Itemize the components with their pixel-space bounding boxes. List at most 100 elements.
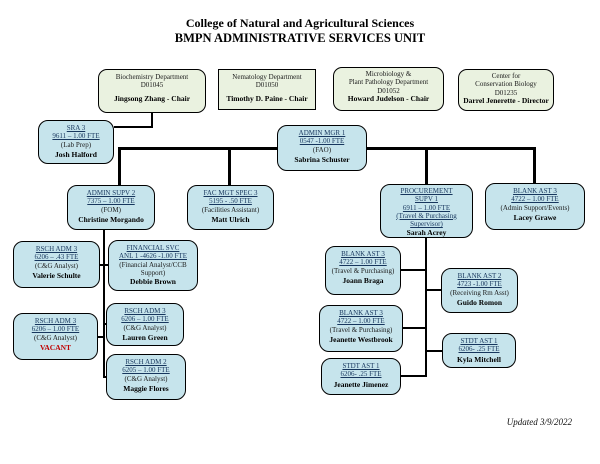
position-role: (C&G Analyst) bbox=[124, 374, 168, 383]
org-box-vacant-rsch-adm3: RSCH ADM 3 6206 – 1.00 FTE (C&G Analyst)… bbox=[13, 313, 98, 360]
org-box-jeanette-jimenez: STDT AST 1 6206- .25 FTE Jeanette Jimene… bbox=[321, 358, 401, 395]
employee-name: Jeanette Jimenez bbox=[333, 379, 389, 389]
employee-name: Lauren Green bbox=[122, 332, 168, 342]
org-box-debbie-brown: FINANCIAL SVC ANL 1 -4626 -1.00 FTE (Fin… bbox=[108, 240, 198, 291]
position-role: (Facilities Assistant) bbox=[201, 205, 260, 214]
position-role: (Lab Prep) bbox=[60, 140, 92, 149]
org-box-sabrina-schuster: ADMIN MGR 1 0547 -1.00 FTE (FAO) Sabrina… bbox=[277, 125, 367, 171]
position-role: (Receiving Rm Asst) bbox=[450, 288, 509, 297]
updated-date-label: Updated 3/9/2022 bbox=[506, 417, 572, 427]
position-title: FAC MGT SPEC 3 bbox=[203, 189, 258, 197]
connector-stub-maggie bbox=[103, 376, 108, 378]
position-role: (Travel & Purchasing) bbox=[331, 266, 395, 275]
position-fte: 6206 – 1.00 FTE bbox=[31, 325, 80, 334]
dept-head-name: Jingsong Zhang - Chair bbox=[113, 93, 191, 103]
dept-code: D01235 bbox=[494, 88, 518, 97]
connector-stub-westbrook bbox=[403, 327, 427, 329]
position-role: (C&G Analyst) bbox=[123, 323, 167, 332]
position-fte: 0547 -1.00 FTE bbox=[299, 137, 345, 146]
position-title: RSCH ADM 3 bbox=[34, 317, 77, 325]
position-title: BLANK AST 3 bbox=[341, 250, 385, 258]
connector-stub-valerie-debbie bbox=[100, 264, 110, 266]
position-title: RSCH ADM 3 bbox=[35, 245, 78, 253]
position-title: SRA 3 bbox=[66, 124, 86, 132]
org-box-lauren-green: RSCH ADM 3 6206 – 1.00 FTE (C&G Analyst)… bbox=[106, 303, 184, 346]
dept-name: Microbiology & bbox=[365, 70, 412, 78]
position-role: (Travel & Purchasing Supervisor) bbox=[396, 211, 457, 228]
position-fte: 5195 - .50 FTE bbox=[209, 197, 252, 206]
connector-procurement-rail bbox=[425, 238, 427, 377]
position-fte: 4722 – 1.00 FTE bbox=[339, 258, 387, 267]
position-title: BLANK AST 3 bbox=[339, 309, 383, 317]
connector-biochem-sra-horizontal bbox=[114, 126, 153, 128]
dept-box-biochemistry: Biochemistry Department D01045 Jingsong … bbox=[98, 69, 206, 113]
position-fte: 4722 – 1.00 FTE bbox=[337, 317, 385, 326]
position-role: (Financial Analyst/CCB Support) bbox=[119, 260, 187, 277]
dept-box-nematology: Nematology Department D01050 Timothy D. … bbox=[218, 69, 316, 110]
employee-name: Joann Braga bbox=[342, 275, 384, 285]
employee-name: Matt Ulrich bbox=[211, 214, 250, 224]
position-fte: 6205 – 1.00 FTE bbox=[122, 366, 170, 375]
employee-name: Christine Morgando bbox=[78, 214, 144, 224]
position-fte: 9611 – 1.00 FTE bbox=[52, 132, 100, 141]
employee-name: Sabrina Schuster bbox=[294, 154, 350, 164]
employee-name-vacant: VACANT bbox=[39, 342, 72, 352]
position-fte: 4722 – 1.00 FTE bbox=[511, 195, 559, 204]
employee-name: Debbie Brown bbox=[130, 277, 176, 286]
employee-name: Maggie Flores bbox=[123, 383, 169, 393]
org-box-kyla-mitchell: STDT AST 1 6206- .25 FTE Kyla Mitchell bbox=[442, 333, 516, 368]
position-role: (C&G Analyst) bbox=[35, 261, 78, 270]
position-title: STDT AST 1 bbox=[342, 362, 380, 370]
position-fte: 4723 -1.00 FTE bbox=[457, 280, 502, 289]
org-box-sarah-acrey: PROCUREMENT SUPV 1 6911 – 1.00 FTE (Trav… bbox=[380, 184, 473, 238]
position-fte: 7375 – 1.00 FTE bbox=[87, 197, 135, 206]
position-title: BLANK AST 3 bbox=[513, 187, 557, 195]
dept-code: D01045 bbox=[140, 81, 164, 90]
connector-supv-rail bbox=[103, 230, 105, 378]
connector-drop-admin-supv bbox=[118, 147, 121, 185]
dept-name: Biochemistry Department bbox=[115, 73, 189, 81]
connector-drop-procurement bbox=[425, 147, 428, 184]
org-box-josh-halford: SRA 3 9611 – 1.00 FTE (Lab Prep) Josh Ha… bbox=[38, 120, 114, 164]
position-fte: 6206 – .43 FTE bbox=[34, 253, 79, 262]
employee-name: Guido Romon bbox=[456, 297, 503, 307]
dept-name-2: Plant Pathology Department bbox=[348, 78, 429, 87]
page-title: College of Natural and Agricultural Scie… bbox=[0, 16, 600, 46]
position-fte: ANL 1 -4626 -1.00 FTE bbox=[119, 252, 187, 261]
dept-box-microbiology-plant-pathology: Microbiology & Plant Pathology Departmen… bbox=[333, 67, 444, 111]
employee-name: Lacey Grawe bbox=[513, 212, 557, 222]
org-box-lacey-grawe: BLANK AST 3 4722 – 1.00 FTE (Admin Suppo… bbox=[485, 183, 585, 230]
position-fte: 6911 – 1.00 FTE bbox=[402, 203, 451, 212]
position-title-2: SUPV 1 bbox=[414, 195, 439, 204]
position-role: (FOM) bbox=[101, 205, 121, 214]
position-role: (C&G Analyst) bbox=[34, 333, 77, 342]
org-box-maggie-flores: RSCH ADM 2 6205 – 1.00 FTE (C&G Analyst)… bbox=[106, 354, 186, 400]
dept-head-name: Howard Judelson - Chair bbox=[347, 93, 430, 103]
position-title: RSCH ADM 3 bbox=[124, 307, 166, 315]
position-title: BLANK AST 2 bbox=[457, 272, 502, 280]
position-fte: 6206 – 1.00 FTE bbox=[121, 315, 169, 324]
position-role: (Travel & Purchasing) bbox=[329, 325, 393, 334]
connector-biochem-sra-vertical bbox=[151, 113, 153, 128]
org-box-joann-braga: BLANK AST 3 4722 – 1.00 FTE (Travel & Pu… bbox=[325, 246, 401, 295]
title-line-2: BMPN ADMINISTRATIVE SERVICES UNIT bbox=[174, 31, 426, 45]
dept-box-conservation-biology: Center for Conservation Biology D01235 D… bbox=[458, 69, 554, 111]
org-box-jeanette-westbrook: BLANK AST 3 4722 – 1.00 FTE (Travel & Pu… bbox=[319, 305, 403, 352]
connector-stub-joann bbox=[401, 269, 427, 271]
dept-head-name: Timothy D. Paine - Chair bbox=[226, 93, 308, 103]
connector-mgr-right-rail bbox=[366, 147, 536, 150]
position-title: FINANCIAL SVC bbox=[126, 244, 180, 252]
org-box-matt-ulrich: FAC MGT SPEC 3 5195 - .50 FTE (Facilitie… bbox=[187, 185, 274, 230]
employee-name: Josh Halford bbox=[55, 149, 97, 159]
dept-name: Nematology Department bbox=[232, 73, 302, 81]
org-box-christine-morgando: ADMIN SUPV 2 7375 – 1.00 FTE (FOM) Chris… bbox=[67, 185, 155, 230]
employee-name: Kyla Mitchell bbox=[457, 354, 501, 364]
connector-stub-vacant bbox=[98, 336, 105, 338]
connector-stub-jimenez bbox=[401, 375, 427, 377]
connector-stub-kyla bbox=[427, 350, 444, 352]
title-line-1: College of Natural and Agricultural Scie… bbox=[185, 16, 415, 30]
connector-drop-blank-ast3 bbox=[533, 147, 536, 183]
position-fte: 6206- .25 FTE bbox=[340, 370, 382, 379]
connector-drop-fac-mgt bbox=[228, 147, 231, 185]
